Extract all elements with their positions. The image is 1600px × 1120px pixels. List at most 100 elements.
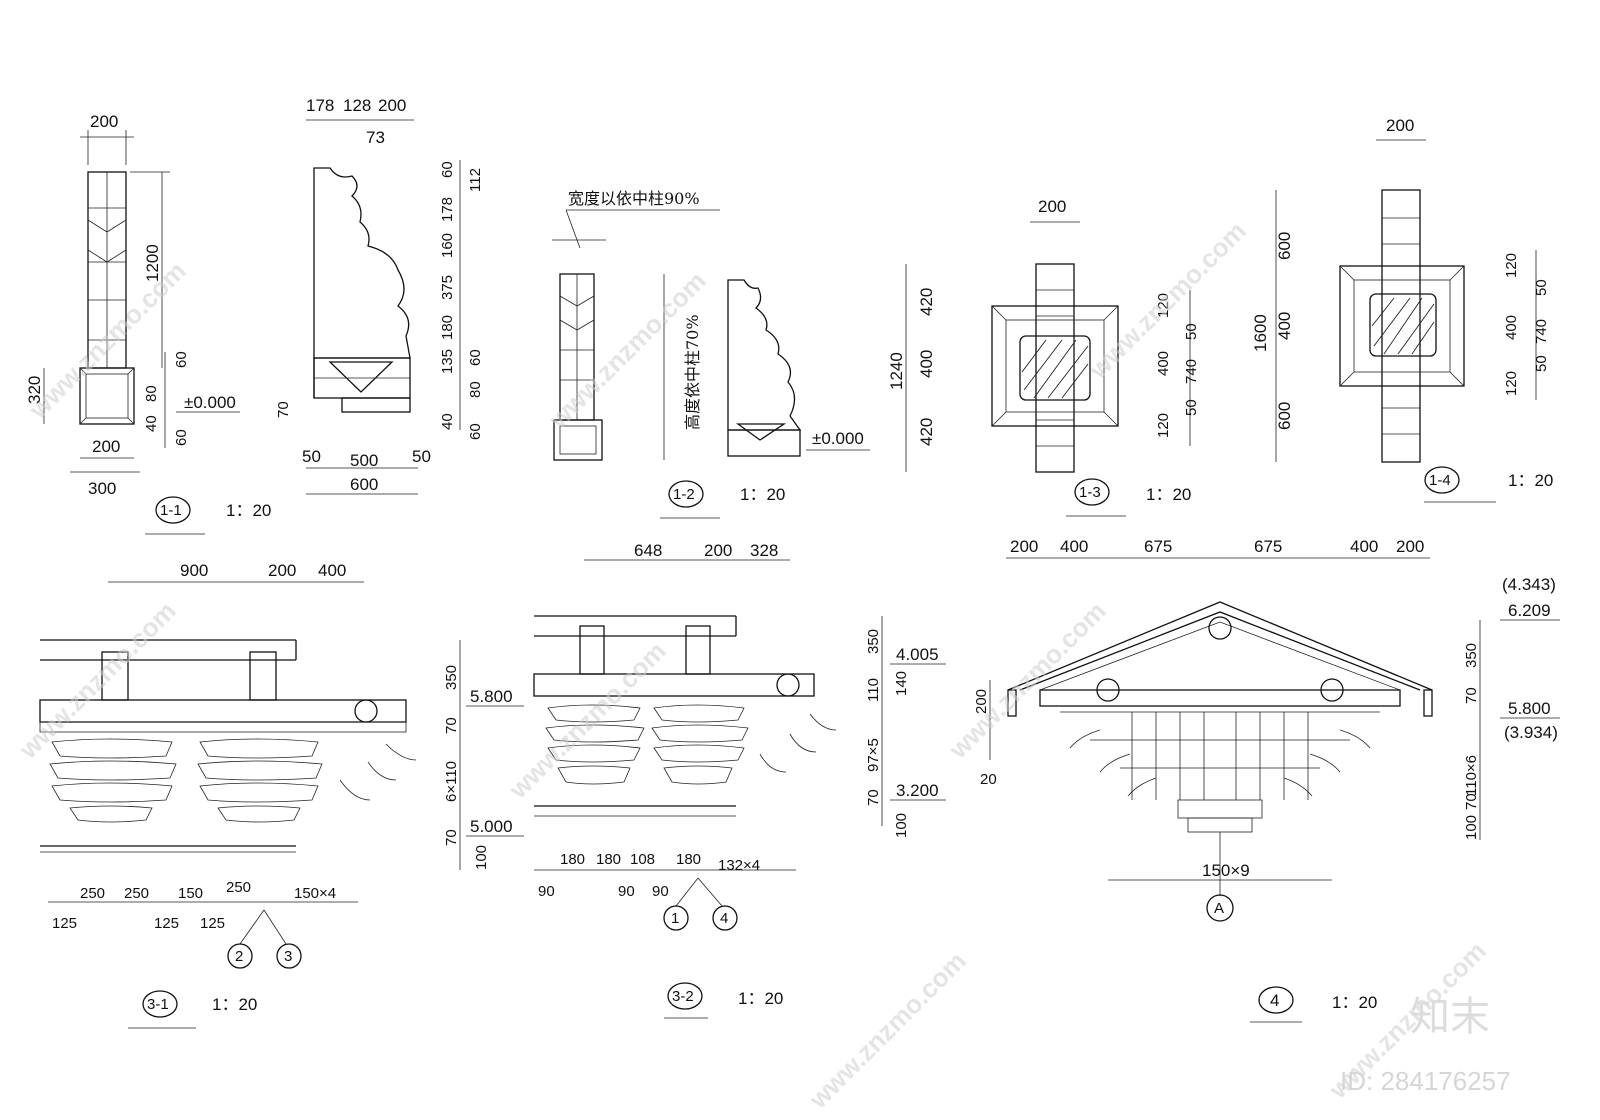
scale-1-4: 1：20: [1508, 471, 1553, 490]
axis-3-2-a: 1: [671, 910, 679, 927]
dim-3-1-r70a: 70: [443, 717, 460, 734]
elev-4-6209: 6.209: [1508, 601, 1551, 620]
scale-3-1: 1：20: [212, 995, 257, 1014]
dim-1-4-r120b: 120: [1503, 371, 1520, 396]
dim-3-2-b90c: 90: [652, 883, 669, 900]
axis-3-1-a: 2: [235, 948, 243, 965]
dim-4-t675b: 675: [1254, 537, 1282, 556]
dim-3-2-b180a: 180: [560, 851, 585, 868]
dim-1-3-r50b: 50: [1183, 399, 1200, 416]
dim-4-r70b: 70: [1463, 793, 1480, 810]
scale-1-3: 1：20: [1146, 485, 1191, 504]
dim-1-4-r400: 400: [1503, 315, 1520, 340]
elev-3-1-5000: 5.000: [470, 817, 513, 836]
elev-4-3934: (3.934): [1504, 723, 1558, 742]
dim-p-r9: 80: [467, 381, 484, 398]
dim-4-left200: 200: [973, 689, 990, 714]
watermark-site-5: www.znzmo.com: [502, 636, 671, 805]
dim-1-3-r120a: 120: [1155, 293, 1172, 318]
detail-3-2: 648 200 328 350 4.005 110 140 97×5 70 3.…: [533, 541, 946, 1019]
dim-3-2-b108: 108: [630, 851, 655, 868]
dim-p-r2: 112: [467, 168, 484, 192]
tag-circle-4: [1258, 986, 1294, 1014]
tag-circle-1-1: [155, 496, 191, 524]
dim-3-2-r110: 110: [865, 678, 882, 702]
dim-p-73: 73: [366, 128, 385, 147]
dim-3-2-b180b: 180: [596, 851, 621, 868]
dim-p-r3: 178: [439, 197, 456, 222]
elev-1-1: ±0.000: [184, 393, 236, 412]
dim-4-t200b: 200: [1396, 537, 1424, 556]
dim-3-1-r100: 100: [473, 845, 490, 870]
note-1-2-width: 宽度以依中柱90%: [568, 189, 700, 208]
detail-1-2: 宽度以依中柱90% 高度依中柱70% ±0.000 1-2 1：20: [552, 189, 870, 519]
detail-1-1: 200 1200 320 60 80 40 60 ±0.000 200 300 …: [25, 112, 271, 535]
axis-circle-4-a: [1206, 894, 1234, 922]
dim-p-r11: 60: [467, 423, 484, 440]
tag-3-1: 3-1: [147, 996, 169, 1013]
dim-3-2-b90a: 90: [538, 883, 555, 900]
dim-4-left20: 20: [980, 771, 997, 788]
axis-circle-3-2-a: [663, 905, 689, 931]
dim-1-1-height: 1200: [143, 244, 162, 282]
dim-1-3-b: 400: [917, 350, 936, 378]
elev-3-1-5800: 5.800: [470, 687, 513, 706]
elev-4-5800: 5.800: [1508, 699, 1551, 718]
dim-1-3-c: 420: [917, 418, 936, 446]
dim-p-left70: 70: [275, 401, 292, 418]
tag-circle-1-4: [1424, 466, 1460, 494]
dim-4-b150x9: 150×9: [1202, 861, 1250, 880]
dim-p-r7: 135: [439, 349, 456, 374]
dim-p-200: 200: [378, 96, 406, 115]
dim-4-r350: 350: [1463, 643, 1480, 668]
scale-4: 1：20: [1332, 993, 1377, 1012]
dim-p-r6: 180: [439, 315, 456, 340]
dim-1-3-r400: 400: [1155, 351, 1172, 376]
dim-3-1-b150: 150: [178, 885, 203, 902]
elev-3-2-3200: 3.200: [896, 781, 939, 800]
dim-1-4-a: 600: [1275, 232, 1294, 260]
dim-3-1-top2: 200: [268, 561, 296, 580]
dim-1-1-base-w: 200: [92, 437, 120, 456]
dim-1-1-base-h: 320: [25, 376, 44, 404]
dim-3-1-r350: 350: [443, 665, 460, 690]
dim-4-t400b: 400: [1350, 537, 1378, 556]
dim-p-b3: 50: [412, 447, 431, 466]
detail-4: 200 400 675 675 400 200 200 20 (4.343): [973, 537, 1560, 1023]
scale-1-1: 1：20: [226, 501, 271, 520]
dim-3-1-b250c: 250: [226, 879, 251, 896]
dim-3-2-r97x5: 97×5: [865, 738, 882, 772]
watermark-site-6: www.znzmo.com: [942, 596, 1111, 765]
dim-3-1-b125b: 125: [154, 915, 179, 932]
dim-3-2-top3: 328: [750, 541, 778, 560]
dim-4-r110x6: 110×6: [1463, 755, 1480, 796]
tag-1-4: 1-4: [1429, 472, 1451, 489]
axis-circle-3-1-a: [227, 943, 253, 969]
tag-circle-1-2: [668, 480, 704, 508]
dim-3-1-b125a: 125: [52, 915, 77, 932]
dim-p-b1: 50: [302, 447, 321, 466]
axis-4-a: A: [1214, 900, 1224, 917]
dim-3-1-b250b: 250: [124, 885, 149, 902]
dim-3-2-top1: 648: [634, 541, 662, 560]
dim-p-total: 600: [350, 475, 378, 494]
axis-3-1-b: 3: [284, 948, 292, 965]
dim-1-4-r50a: 50: [1533, 279, 1550, 296]
dim-3-1-b250a: 250: [80, 885, 105, 902]
dim-4-t200a: 200: [1010, 537, 1038, 556]
tag-1-2: 1-2: [673, 486, 695, 503]
dim-p-r1: 60: [439, 161, 456, 178]
scale-3-2: 1：20: [738, 989, 783, 1008]
tag-circle-3-2: [667, 982, 703, 1010]
tag-circle-3-1: [142, 990, 178, 1018]
dim-4-r100: 100: [1463, 815, 1480, 840]
dim-1-1-60: 60: [173, 351, 190, 368]
dim-3-1-b125c: 125: [200, 915, 225, 932]
dim-3-2-b180c: 180: [676, 851, 701, 868]
watermark-site-7: www.znzmo.com: [802, 946, 971, 1115]
dim-1-3-a: 420: [917, 288, 936, 316]
dim-1-1-top-width: 200: [90, 112, 118, 131]
dim-1-3-r50a: 50: [1183, 323, 1200, 340]
dim-3-2-r350: 350: [865, 629, 882, 654]
